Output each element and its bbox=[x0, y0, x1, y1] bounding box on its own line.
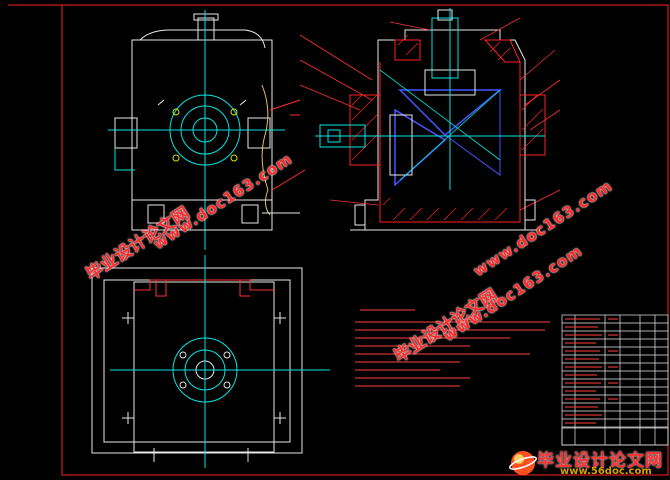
logo-title: 毕业设计论文网 bbox=[537, 451, 663, 471]
logo-url[interactable]: www.56doc.com bbox=[560, 466, 652, 477]
technical-notes bbox=[355, 309, 550, 387]
section-view bbox=[299, 8, 561, 231]
top-view bbox=[91, 255, 330, 468]
drawing-border bbox=[61, 4, 669, 476]
title-block-footer bbox=[561, 427, 669, 446]
site-logo bbox=[508, 446, 670, 480]
front-view bbox=[108, 10, 306, 250]
globe-icon bbox=[509, 451, 537, 475]
title-block-text bbox=[565, 318, 618, 424]
